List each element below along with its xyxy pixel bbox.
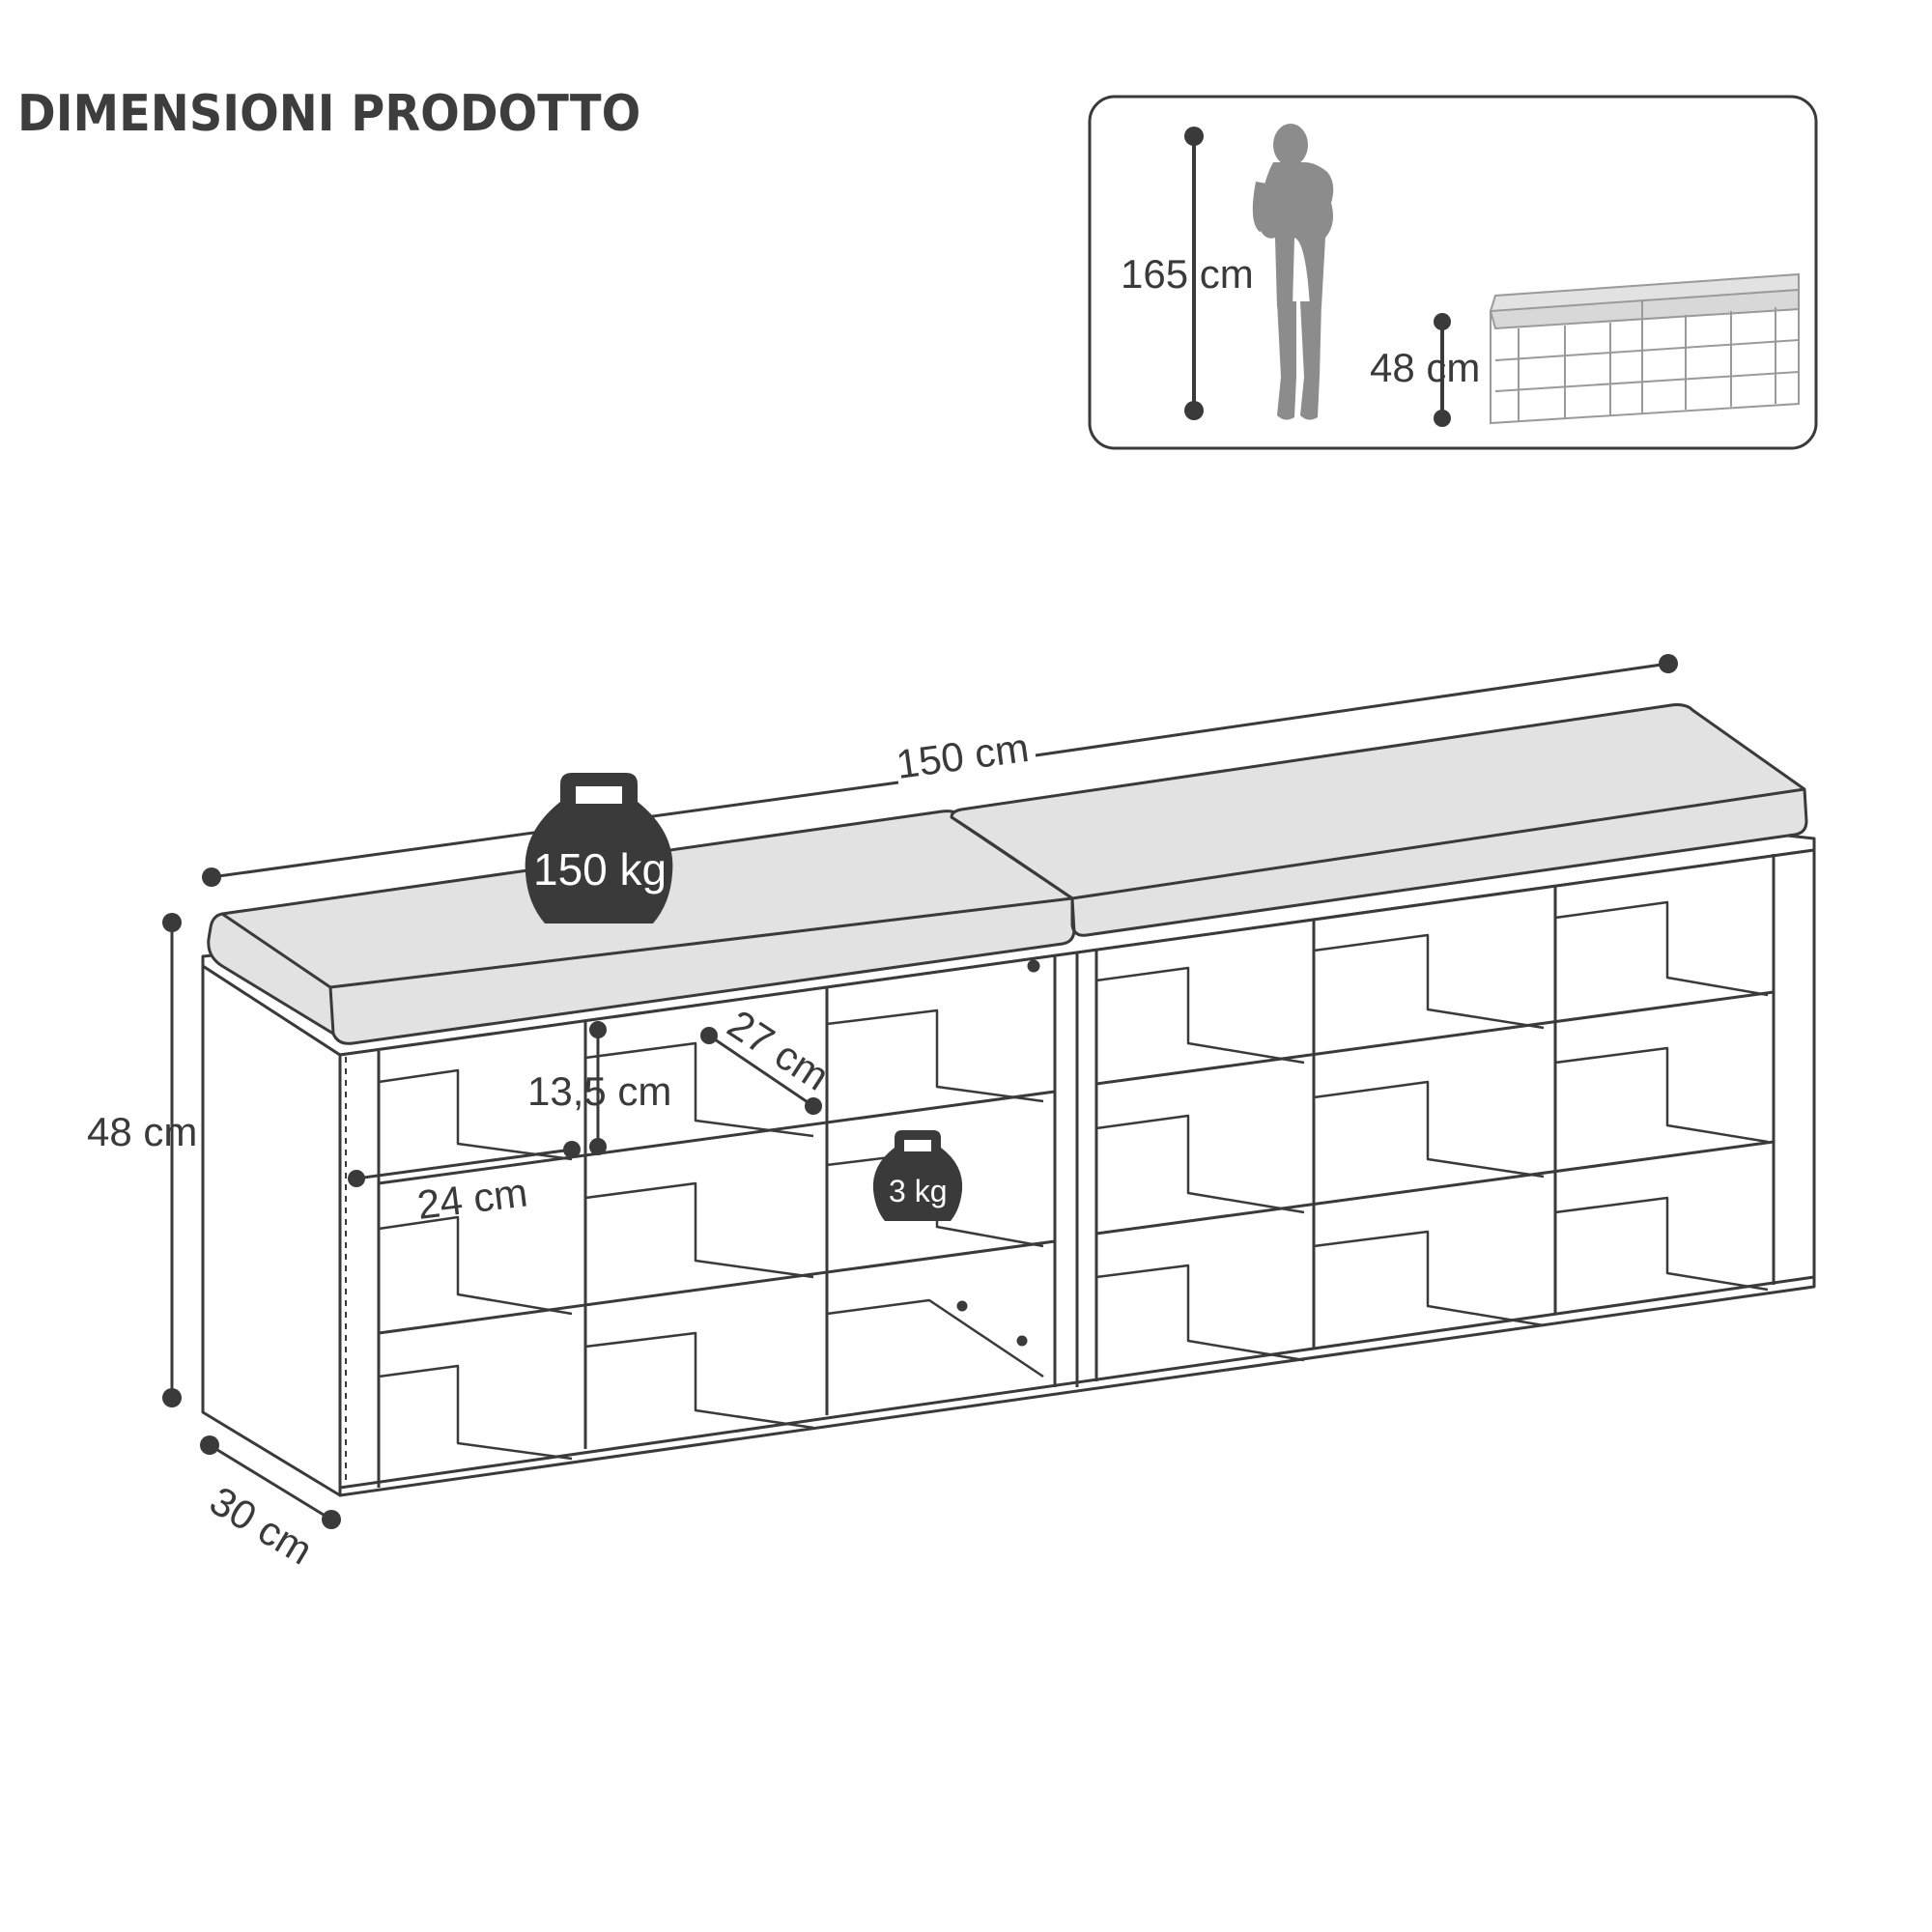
depth-label: 30 cm bbox=[202, 1477, 320, 1573]
compartment-depth-line bbox=[708, 1034, 814, 1108]
compartment-height-label: 13,5 cm bbox=[527, 1068, 671, 1114]
person-height-label: 165 cm bbox=[1121, 251, 1254, 297]
depth-line bbox=[209, 1443, 332, 1521]
page-title: DIMENSIONI PRODOTTO bbox=[17, 85, 641, 143]
bench-height-label: 48 cm bbox=[1370, 345, 1480, 390]
length-label: 150 cm bbox=[894, 724, 1032, 787]
person-height-dot-bottom bbox=[1184, 401, 1204, 420]
inset-frame bbox=[1088, 95, 1818, 450]
compartment-width-line bbox=[355, 1148, 573, 1180]
side-panel bbox=[201, 964, 342, 1497]
bench-height-dot-bottom bbox=[1434, 410, 1451, 427]
seat-load-weight-icon bbox=[525, 773, 673, 923]
shelf-load-weight-icon bbox=[872, 1130, 963, 1221]
dimension-dots bbox=[162, 654, 1678, 1529]
height-comparison-inset: 165 cm 48 cm bbox=[1088, 95, 1818, 450]
small-bench-icon bbox=[1489, 272, 1800, 425]
seat-load-label: 150 kg bbox=[533, 844, 667, 895]
shoe-bench-drawing bbox=[201, 703, 1816, 1497]
compartment-interiors bbox=[378, 900, 1769, 1461]
bench-height-dot-top bbox=[1434, 313, 1451, 330]
person-silhouette-icon bbox=[1252, 124, 1334, 420]
shelf-load-label: 3 kg bbox=[889, 1174, 947, 1208]
person-height-dot-top bbox=[1184, 127, 1204, 146]
height-label: 48 cm bbox=[87, 1109, 197, 1154]
